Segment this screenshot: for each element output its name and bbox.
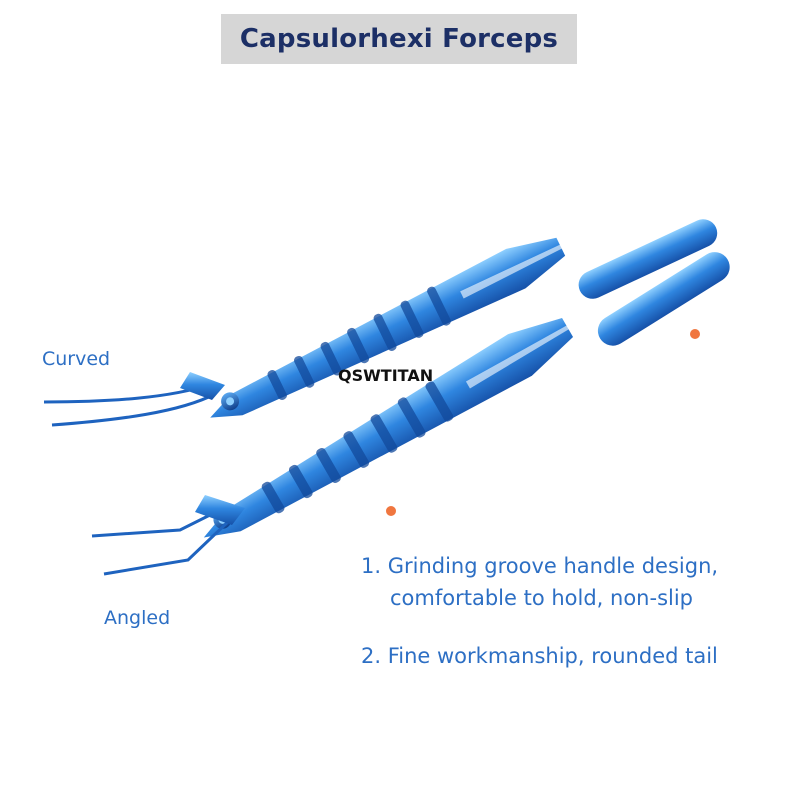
feature-1-line-1: 1. Grinding groove handle design, [361, 554, 719, 578]
marker-dot [386, 506, 396, 516]
curved-label: Curved [42, 348, 111, 370]
feature-2: 2. Fine workmanship, rounded tail [361, 644, 718, 668]
angled-label: Angled [104, 607, 171, 629]
angled-forceps [91, 252, 730, 576]
brand-watermark: QSWTITAN [338, 366, 434, 385]
curved-forceps [43, 219, 718, 427]
page-title: Capsulorhexi Forceps [239, 24, 559, 54]
marker-dot [690, 329, 700, 339]
title-banner: Capsulorhexi Forceps [221, 14, 577, 64]
feature-1-line-2: comfortable to hold, non-slip [390, 586, 694, 610]
